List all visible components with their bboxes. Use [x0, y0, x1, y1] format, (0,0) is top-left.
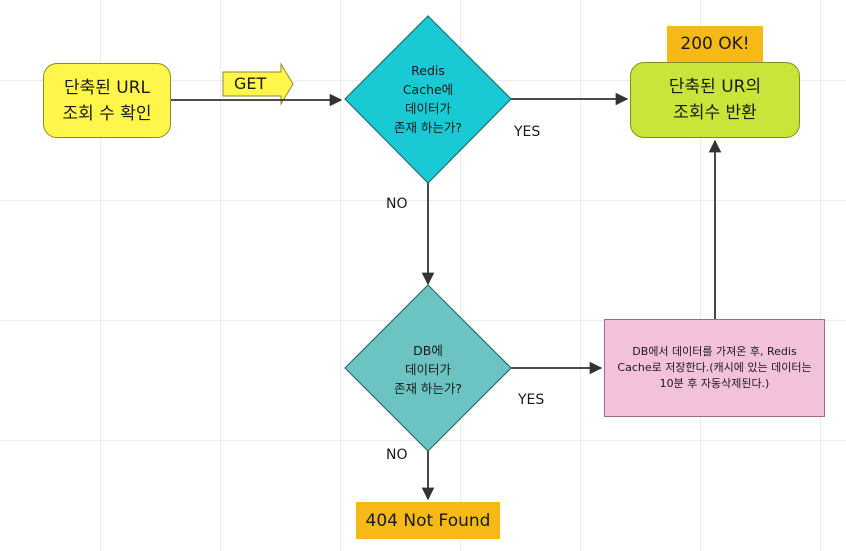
redis-decision-line1: Redis [411, 63, 445, 78]
start-node-line1: 단축된 URL [63, 77, 151, 98]
db-decision-diamond [344, 284, 512, 452]
redis-decision-diamond [344, 15, 512, 184]
cache-store-line2: Cache로 저장한다.(캐시에 있는 데이터는 [617, 361, 812, 374]
result-node-line1: 단축된 UR의 [668, 77, 762, 97]
result-node: 단축된 UR의 조회수 반환 [630, 62, 800, 138]
start-node: 단축된 URL 조회 수 확인 [43, 63, 171, 138]
no-label-db: NO [386, 447, 408, 463]
yes-label-db: YES [518, 392, 545, 408]
no-label-redis: NO [386, 196, 408, 212]
db-decision-line1: DB에 [413, 343, 443, 358]
not-found-badge: 404 Not Found [356, 502, 500, 539]
ok-badge: 200 OK! [667, 26, 763, 62]
db-decision-text: DB에 데이터가 존재 하는가? [368, 341, 488, 398]
start-node-line2: 조회 수 확인 [62, 103, 152, 124]
result-node-line2: 조회수 반환 [673, 103, 757, 123]
cache-store-line3: 10분 후 자동삭제된다.) [659, 377, 770, 390]
redis-decision-line4: 존재 하는가? [393, 120, 463, 135]
redis-decision-line3: 데이터가 [404, 101, 451, 116]
redis-decision-text: Redis Cache에 데이터가 존재 하는가? [368, 61, 488, 137]
redis-decision-line2: Cache에 [402, 82, 454, 97]
cache-store-node: DB에서 데이터를 가져온 후, Redis Cache로 저장한다.(캐시에 … [604, 319, 825, 417]
db-decision-line2: 데이터가 [404, 362, 451, 377]
cache-store-line1: DB에서 데이터를 가져온 후, Redis [632, 345, 797, 358]
get-arrow-shape [222, 62, 294, 106]
db-decision-line3: 존재 하는가? [393, 381, 463, 396]
yes-label-redis: YES [514, 124, 541, 140]
get-label: GET [234, 74, 267, 93]
